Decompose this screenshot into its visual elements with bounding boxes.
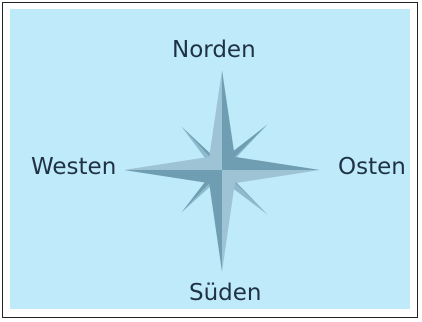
cardinal-points: [124, 70, 320, 272]
direction-label-east: Osten: [338, 156, 406, 179]
direction-label-north: Norden: [172, 39, 256, 62]
direction-label-south: Süden: [189, 282, 262, 305]
direction-label-west: Westen: [31, 156, 116, 179]
